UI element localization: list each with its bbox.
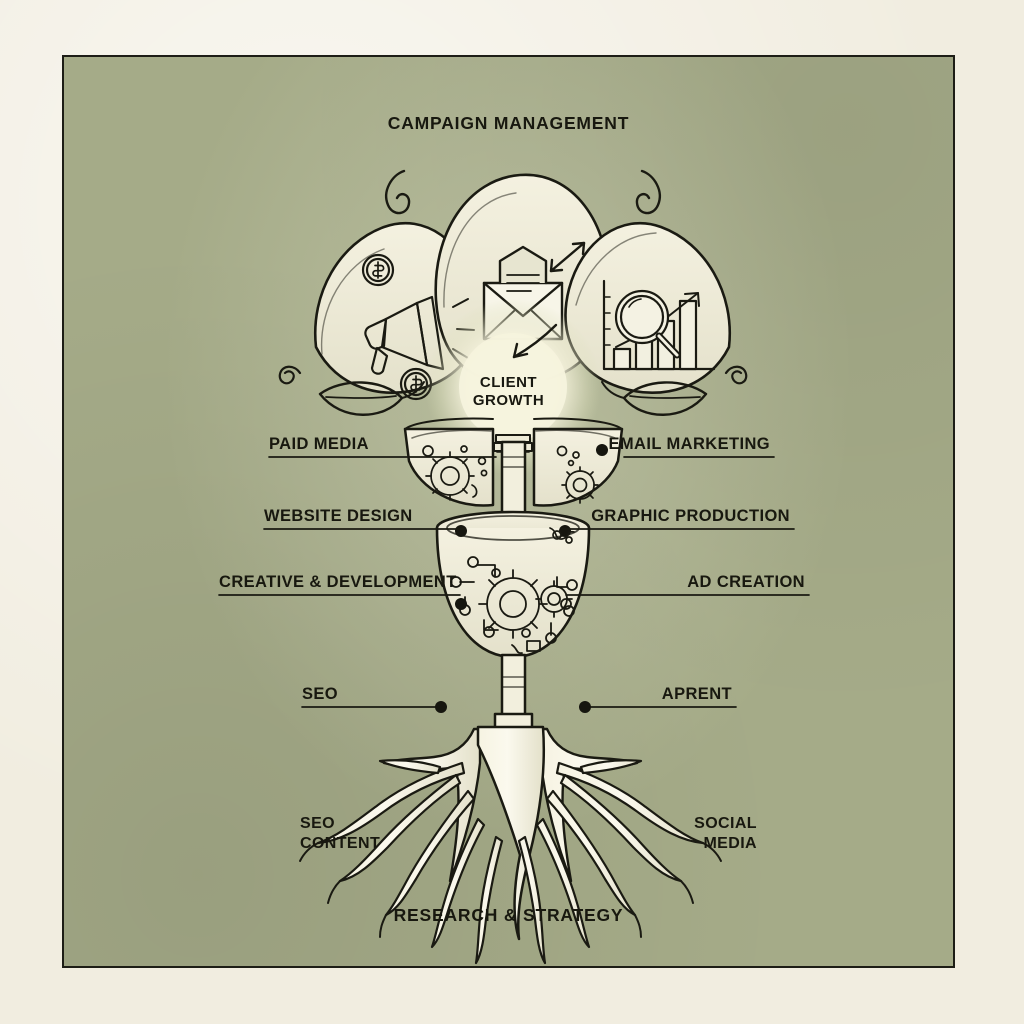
- connector-node: [455, 598, 467, 610]
- page-title-bottom: RESEARCH & STRATEGY: [393, 905, 624, 925]
- label-graphic-production[interactable]: GRAPHIC PRODUCTION: [591, 507, 790, 525]
- center-node-label-line2: GROWTH: [472, 392, 545, 409]
- tendril-upper-left: [385, 169, 411, 215]
- root-label-left-line1: SEO: [300, 815, 335, 832]
- tendril-right: [724, 365, 748, 385]
- bowl-lower: [435, 510, 591, 659]
- page-title-top: CAMPAIGN MANAGEMENT: [387, 113, 630, 133]
- plant-illustration: [218, 169, 810, 965]
- leaf-right: [601, 381, 708, 416]
- connector-lines: [218, 456, 810, 713]
- connector-node: [455, 525, 467, 537]
- label-ad-creation[interactable]: AD CREATION: [687, 573, 805, 591]
- tendril-left: [278, 365, 302, 385]
- root-label-right-line2: MEDIA: [703, 834, 757, 852]
- leaf-left: [318, 381, 425, 416]
- root-label-right-line1: SOCIAL: [694, 815, 757, 832]
- connector-node: [596, 444, 608, 456]
- analytics-magnifier-icon: [602, 279, 716, 371]
- root-system: [299, 725, 722, 965]
- bowl-upper-left: [403, 417, 495, 507]
- label-paid-media[interactable]: PAID MEDIA: [269, 435, 369, 453]
- stem-lower: [493, 653, 534, 730]
- center-node-label-line1: CLIENT: [479, 374, 538, 391]
- diagram-panel: CAMPAIGN MANAGEMENT RESEARCH & STRATEGY …: [62, 55, 955, 968]
- connector-node: [579, 701, 591, 713]
- label-creative-development[interactable]: CREATIVE & DEVELOPMENT: [219, 573, 457, 591]
- label-seo[interactable]: SEO: [302, 685, 339, 703]
- connector-node: [435, 701, 447, 713]
- label-aprent[interactable]: APRENT: [661, 685, 732, 703]
- inflow-arrow-icon: [512, 323, 558, 359]
- label-email-marketing[interactable]: EMAIL MARKETING: [608, 435, 770, 453]
- megaphone-coins-icon: [361, 253, 475, 401]
- label-website-design[interactable]: WEBSITE DESIGN: [264, 507, 413, 525]
- bowl-upper-right: [532, 417, 624, 507]
- tendril-upper-right: [635, 169, 661, 215]
- connector-ring: [560, 598, 572, 610]
- root-label-left-line2: CONTENT: [300, 834, 381, 852]
